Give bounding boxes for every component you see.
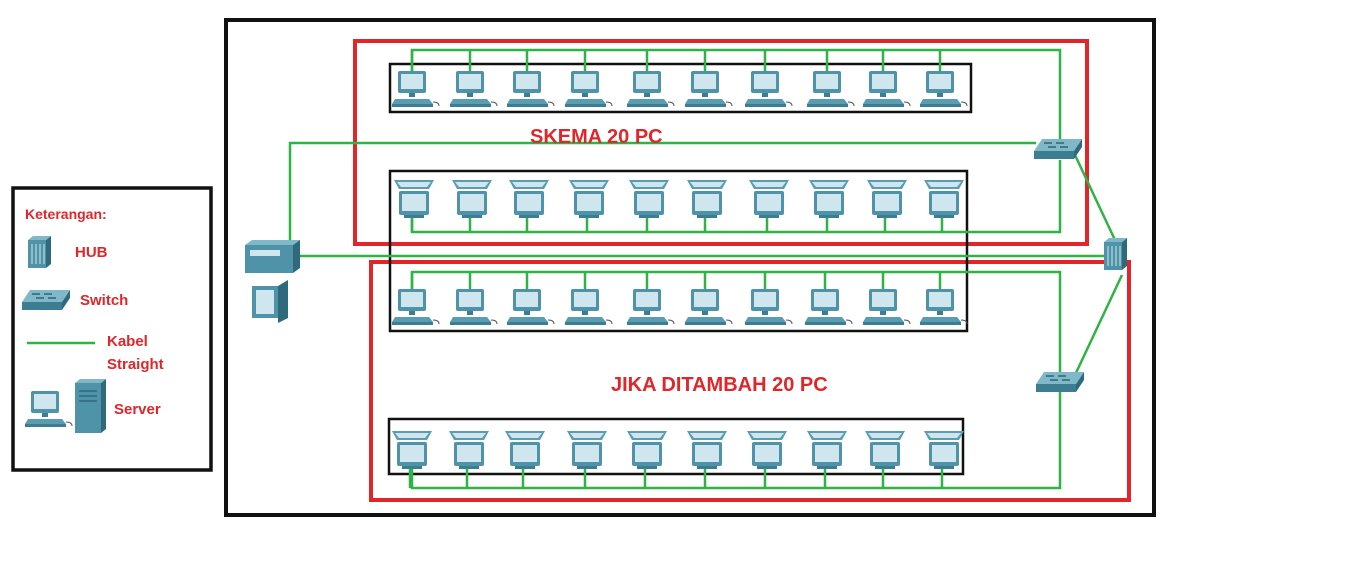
pc-icon [862, 70, 911, 108]
pc-icon [744, 288, 793, 326]
legend-frame [11, 186, 213, 472]
pc-icon [744, 70, 793, 108]
laptop-pc-icon [569, 180, 609, 218]
pc-icon [806, 70, 855, 108]
server-group [245, 240, 300, 323]
pc-row-1 [391, 70, 968, 108]
legend-heading: Keterangan: [25, 206, 107, 222]
legend-cable-label-2: Straight [107, 356, 164, 373]
legend-hub-label: HUB [75, 244, 108, 261]
server-screen-icon [252, 280, 288, 323]
frame-tambah [369, 260, 1131, 502]
legend-server-label: Server [114, 401, 161, 418]
legend-cable-label-1: Kabel [107, 333, 148, 350]
cable-server-switch1 [288, 141, 1036, 245]
laptop-pc-icon [867, 180, 907, 218]
switch-icon [21, 289, 71, 311]
pc-icon [804, 288, 853, 326]
laptop-pc-icon [865, 431, 905, 469]
cable-drops [408, 50, 944, 488]
laptop-pc-icon [567, 431, 607, 469]
laptop-pc-icon [392, 431, 432, 469]
switch-icon [1033, 138, 1083, 160]
cable-switch1-hub [1073, 154, 1117, 241]
pc-icon [626, 288, 675, 326]
laptop-pc-icon [449, 431, 489, 469]
hub-icon [27, 235, 52, 269]
pc-icon [919, 70, 968, 108]
laptop-pc-icon [687, 180, 727, 218]
pc-icon [684, 70, 733, 108]
title-skema: SKEMA 20 PC [530, 126, 663, 148]
cable-hub-switch2 [1073, 274, 1124, 376]
pc-icon [506, 288, 555, 326]
laptop-pc-icon [749, 180, 789, 218]
switch-icon [1035, 371, 1085, 393]
row-box-1 [388, 62, 973, 114]
legend: Keterangan: HUB Switch Kabel Straight Se… [11, 186, 213, 472]
pc-row-2 [394, 180, 964, 218]
laptop-pc-icon [509, 180, 549, 218]
cable-row4-bus [410, 392, 1062, 490]
laptop-pc-icon [924, 180, 964, 218]
hub-icon [1103, 237, 1128, 271]
pc-icon [684, 288, 733, 326]
cables [288, 48, 1124, 490]
server-icon [74, 378, 107, 434]
outer-frame [224, 18, 1156, 517]
pc-row-3 [391, 288, 968, 326]
laptop-pc-icon [627, 431, 667, 469]
pc-row-4 [392, 431, 964, 469]
pc-icon [564, 70, 613, 108]
row-box-2 [388, 169, 969, 333]
laptop-pc-icon [452, 180, 492, 218]
legend-switch-label: Switch [80, 292, 128, 309]
laptop-pc-icon [809, 180, 849, 218]
pc-icon [449, 70, 498, 108]
pc-icon [391, 70, 440, 108]
pc-icon [391, 288, 440, 326]
laptop-pc-icon [505, 431, 545, 469]
server-unit-icon [245, 245, 293, 273]
laptop-pc-icon [394, 180, 434, 218]
laptop-pc-icon [807, 431, 847, 469]
laptop-pc-icon [924, 431, 964, 469]
row-box-4 [387, 417, 965, 476]
title-tambah: JIKA DITAMBAH 20 PC [611, 374, 828, 396]
pc-icon [449, 288, 498, 326]
pc-icon [564, 288, 613, 326]
pc-icon [506, 70, 555, 108]
pc-icon [919, 288, 968, 326]
pc-icon [626, 70, 675, 108]
laptop-pc-icon [629, 180, 669, 218]
laptop-pc-icon [687, 431, 727, 469]
pc-icon [862, 288, 911, 326]
laptop-pc-icon [747, 431, 787, 469]
